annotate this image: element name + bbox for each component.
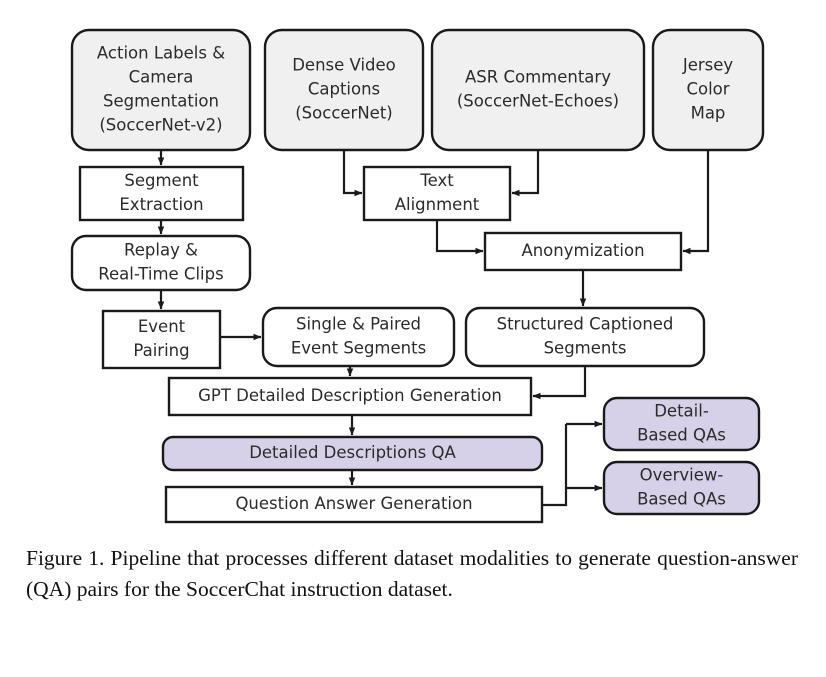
nodes-layer: Action Labels & Camera Segmentation (Soc… — [70, 28, 765, 524]
node-action-labels[interactable]: Action Labels & Camera Segmentation (Soc… — [70, 28, 252, 152]
svg-text:Segments: Segments — [544, 339, 627, 358]
node-detail-based-qas[interactable]: Detail- Based QAs — [602, 396, 761, 452]
svg-text:Pairing: Pairing — [133, 341, 189, 360]
svg-text:(SoccerNet-Echoes): (SoccerNet-Echoes) — [457, 92, 619, 111]
svg-text:GPT Detailed Description Gener: GPT Detailed Description Generation — [198, 386, 502, 405]
svg-text:Event Segments: Event Segments — [291, 339, 426, 358]
node-gpt-description[interactable]: GPT Detailed Description Generation — [167, 376, 533, 417]
edge-dense-captions-to-text-alignment — [342, 150, 363, 197]
svg-text:Dense Video: Dense Video — [292, 56, 396, 75]
svg-text:(SoccerNet): (SoccerNet) — [295, 104, 393, 123]
svg-text:Alignment: Alignment — [395, 195, 480, 214]
svg-text:Question Answer Generation: Question Answer Generation — [235, 494, 472, 513]
node-asr-commentary[interactable]: ASR Commentary (SoccerNet-Echoes) — [430, 28, 646, 152]
node-overview-based-qas[interactable]: Overview- Based QAs — [602, 460, 761, 516]
svg-text:Based QAs: Based QAs — [637, 490, 726, 509]
svg-text:Text: Text — [419, 171, 454, 190]
node-replay-clips[interactable]: Replay & Real-Time Clips — [70, 234, 252, 292]
edge-asr-commentary-to-text-alignment — [511, 150, 540, 197]
edge-question-answer-generation-trunk — [542, 424, 568, 507]
pipeline-diagram: Action Labels & Camera Segmentation (Soc… — [70, 28, 765, 524]
svg-text:Overview-: Overview- — [640, 466, 724, 485]
svg-text:ASR Commentary: ASR Commentary — [465, 68, 611, 87]
node-jersey-color-map[interactable]: Jersey Color Map — [651, 28, 765, 152]
svg-text:Map: Map — [691, 104, 726, 123]
svg-text:Anonymization: Anonymization — [521, 241, 644, 260]
edge-jersey-color-map-to-anonymization — [682, 150, 710, 255]
node-segment-extraction[interactable]: Segment Extraction — [78, 165, 245, 222]
svg-text:Replay &: Replay & — [124, 241, 198, 260]
node-event-pairing[interactable]: Event Pairing — [101, 309, 222, 370]
svg-text:Based QAs: Based QAs — [637, 426, 726, 445]
figure-caption: Figure 1. Pipeline that processes differ… — [26, 546, 798, 601]
svg-text:Color: Color — [686, 80, 729, 99]
svg-text:Segment: Segment — [124, 171, 199, 190]
edges-layer — [157, 150, 710, 507]
svg-text:Event: Event — [138, 317, 186, 336]
node-dense-captions[interactable]: Dense Video Captions (SoccerNet) — [263, 28, 425, 152]
node-detailed-qa[interactable]: Detailed Descriptions QA — [161, 435, 544, 472]
svg-text:Detailed Descriptions QA: Detailed Descriptions QA — [249, 443, 456, 462]
svg-text:Single & Paired: Single & Paired — [296, 315, 421, 334]
svg-text:Jersey: Jersey — [682, 56, 734, 75]
svg-text:Segmentation: Segmentation — [103, 92, 219, 111]
edge-structured-segments-to-gpt-description — [532, 366, 587, 400]
svg-text:(SoccerNet-v2): (SoccerNet-v2) — [99, 116, 222, 135]
svg-text:Real-Time Clips: Real-Time Clips — [98, 265, 223, 284]
edge-text-alignment-to-anonymization — [435, 220, 484, 255]
node-anonymization[interactable]: Anonymization — [483, 231, 683, 272]
node-event-segments[interactable]: Single & Paired Event Segments — [261, 306, 456, 368]
node-structured-segments[interactable]: Structured Captioned Segments — [464, 306, 706, 368]
svg-text:Camera: Camera — [129, 68, 194, 87]
svg-text:Action Labels &: Action Labels & — [97, 44, 225, 63]
svg-text:Extraction: Extraction — [119, 195, 203, 214]
node-question-answer-generation[interactable]: Question Answer Generation — [164, 485, 544, 524]
svg-text:Detail-: Detail- — [654, 402, 709, 421]
svg-text:Structured Captioned: Structured Captioned — [497, 315, 674, 334]
node-text-alignment[interactable]: Text Alignment — [362, 165, 512, 222]
svg-text:Captions: Captions — [308, 80, 380, 99]
